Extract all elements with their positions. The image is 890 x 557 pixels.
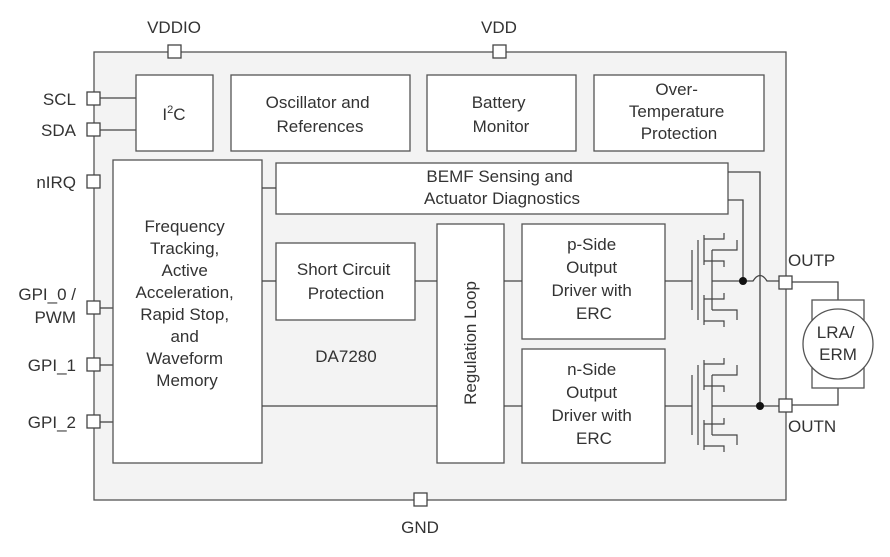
pin-outn xyxy=(778,398,793,413)
pin-gnd xyxy=(413,492,428,507)
pin-label-sda: SDA xyxy=(41,121,77,140)
p-side-transistor xyxy=(691,233,743,327)
block-i2c xyxy=(135,74,214,152)
pin-scl xyxy=(86,91,101,106)
block-oscillator xyxy=(230,74,411,152)
pin-label-gpi0-line1: GPI_0 / xyxy=(18,285,76,304)
n-side-transistor xyxy=(691,358,760,452)
pin-vdd xyxy=(492,44,507,59)
wire-to-outp xyxy=(743,274,779,282)
block-bemf-label: BEMF Sensing and Actuator Diagnostics xyxy=(424,167,580,208)
pin-label-gpi2: GPI_2 xyxy=(28,413,76,432)
block-i2c-label: I2C xyxy=(162,104,185,124)
block-regulation-label: Regulation Loop xyxy=(461,281,480,405)
pin-label-gpi1: GPI_1 xyxy=(28,356,76,375)
pin-label-vdd: VDD xyxy=(481,18,517,37)
pin-label-outp: OUTP xyxy=(788,251,835,270)
pin-label-vddio: VDDIO xyxy=(147,18,201,37)
block-frequency-label: Frequency Tracking, Active Acceleration,… xyxy=(135,217,238,390)
wire-outp-to-load xyxy=(792,281,839,300)
block-short-circuit-label: Short Circuit Protection xyxy=(297,260,395,303)
block-regulation-loop xyxy=(436,223,505,464)
block-p-side-driver xyxy=(521,223,666,340)
load-label: LRA/ ERM xyxy=(817,323,860,364)
wire-outn-to-load xyxy=(792,388,839,406)
block-battery-monitor xyxy=(426,74,577,152)
junction-outp xyxy=(739,277,747,285)
pin-vddio xyxy=(167,44,182,59)
block-overtemp xyxy=(593,74,765,152)
pin-nirq xyxy=(86,174,101,189)
chip-name-label: DA7280 xyxy=(315,347,376,366)
pin-label-gnd: GND xyxy=(401,518,439,537)
pin-gpi0 xyxy=(86,300,101,315)
block-overtemp-label: Over- Temperature Protection xyxy=(629,80,729,143)
block-battery-label: Battery Monitor xyxy=(472,93,531,136)
pin-label-outn: OUTN xyxy=(788,417,836,436)
block-short-circuit xyxy=(275,242,416,321)
pin-label-gpi0-line2: PWM xyxy=(34,308,76,327)
junction-outn xyxy=(756,402,764,410)
block-frequency-tracking xyxy=(112,159,263,464)
pin-outp xyxy=(778,275,793,290)
block-oscillator-label: Oscillator and References xyxy=(266,93,375,136)
wire-bemf-to-outn xyxy=(728,171,761,406)
pin-label-scl: SCL xyxy=(43,90,76,109)
load-motor xyxy=(802,308,874,380)
pin-gpi2 xyxy=(86,414,101,429)
block-n-side-label: n-Side Output Driver with ERC xyxy=(551,360,636,448)
block-p-side-label: p-Side Output Driver with ERC xyxy=(551,235,636,323)
pin-label-nirq: nIRQ xyxy=(36,173,76,192)
wire-bemf-to-outp xyxy=(728,199,744,281)
pin-sda xyxy=(86,122,101,137)
pin-gpi1 xyxy=(86,357,101,372)
